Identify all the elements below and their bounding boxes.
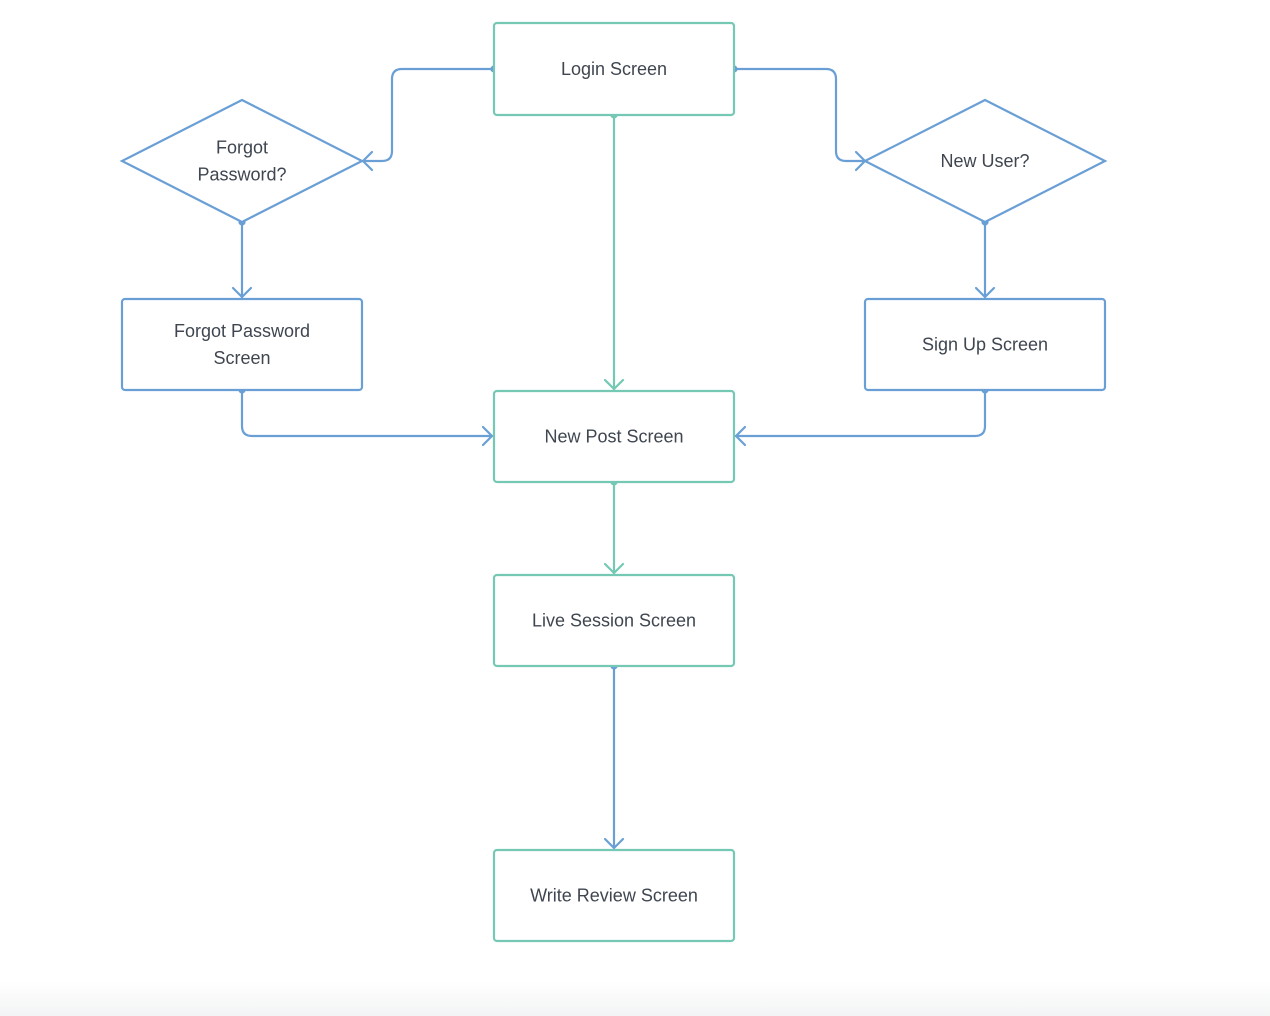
edge-login-to-new_post xyxy=(603,111,625,391)
edge-line xyxy=(732,67,867,163)
arrowhead-icon xyxy=(603,837,625,850)
decision-node-new-user-question: New User? xyxy=(862,98,1108,224)
edge-line xyxy=(734,388,987,438)
screen-box xyxy=(492,389,736,484)
node-label: Screen xyxy=(213,348,270,368)
screen-node-login: Login Screen xyxy=(492,21,736,117)
screen-node-live-session: Live Session Screen xyxy=(492,573,736,668)
node-label: Password? xyxy=(197,165,286,185)
edge-login-to-forgot_question xyxy=(361,65,498,172)
edge-signup-to-new_post xyxy=(734,386,989,447)
node-label: Forgot xyxy=(216,138,268,158)
node-label: Live Session Screen xyxy=(532,611,696,631)
arrowhead-icon xyxy=(603,378,625,391)
node-label: New User? xyxy=(940,151,1029,171)
screen-box xyxy=(492,573,736,668)
screen-node-signup: Sign Up Screen xyxy=(863,297,1107,392)
screen-box xyxy=(492,21,736,117)
edge-forgot_screen-to-new_post xyxy=(238,386,494,447)
screen-box xyxy=(492,848,736,943)
node-label: Write Review Screen xyxy=(530,886,698,906)
edge-live_session-to-write_review xyxy=(603,662,625,850)
node-label: Login Screen xyxy=(561,59,667,79)
screen-box xyxy=(120,297,364,392)
screen-node-write-review: Write Review Screen xyxy=(492,848,736,943)
screen-box xyxy=(863,297,1107,392)
edge-new_user_question-to-signup xyxy=(974,218,996,299)
edge-forgot_question-to-forgot_screen xyxy=(231,218,253,299)
decision-diamond xyxy=(862,98,1108,224)
edge-new_post-to-live_session xyxy=(603,478,625,575)
node-label: New Post Screen xyxy=(544,427,683,447)
arrowhead-icon xyxy=(734,425,747,447)
screen-node-new-post: New Post Screen xyxy=(492,389,736,484)
arrowhead-icon xyxy=(974,286,996,299)
node-label: Sign Up Screen xyxy=(922,335,1048,355)
edge-line xyxy=(361,67,496,163)
arrowhead-icon xyxy=(481,425,494,447)
decision-diamond xyxy=(119,98,365,224)
node-label: Forgot Password xyxy=(174,321,310,341)
edge-line xyxy=(240,388,494,438)
edge-login-to-new_user_question xyxy=(730,65,867,172)
arrowhead-icon xyxy=(603,562,625,575)
arrowhead-icon xyxy=(231,286,253,299)
